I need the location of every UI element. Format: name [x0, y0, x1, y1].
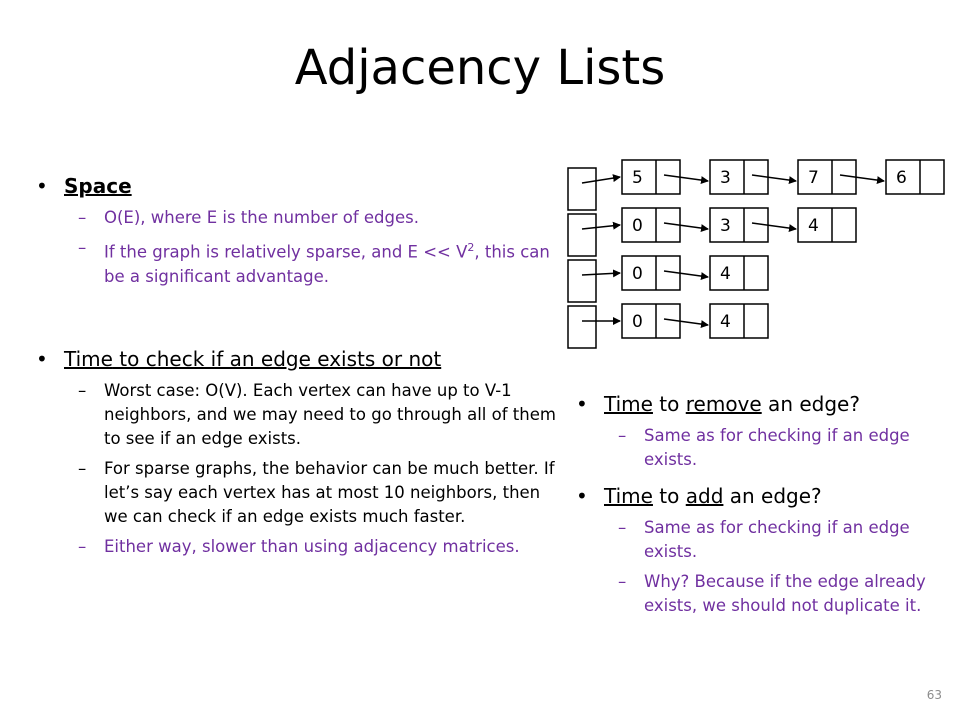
remove-bullet: Time to remove an edge? [576, 390, 946, 418]
vertex-cell-2 [567, 259, 597, 303]
right-column: Time to remove an edge? Same as for chec… [576, 390, 946, 624]
worst-case-rest: O(V). Each vertex can have up to V-1 nei… [104, 380, 556, 448]
list-node-1-0 [621, 207, 681, 243]
worst-case-item: Worst case: O(V). Each vertex can have u… [78, 379, 556, 451]
add-bullet: Time to add an edge? [576, 482, 946, 510]
list-node-0-1 [709, 159, 769, 195]
worst-case-prefix: Worst case: [104, 380, 206, 400]
node-arrow-0-1 [751, 174, 797, 185]
add-word: add [685, 484, 724, 508]
list-node-2-0 [621, 255, 681, 291]
left-column: Space O(E), where E is the number of edg… [36, 172, 556, 565]
vertex-cell-0 [567, 167, 597, 211]
remove-word: remove [685, 392, 762, 416]
node-value-0-0: 5 [632, 168, 643, 188]
node-arrow-0-2 [839, 174, 885, 185]
vertex-cell-1 [567, 213, 597, 257]
node-value-0-1: 3 [720, 168, 731, 188]
add-subitems: Same as for checking if an edge exists. … [618, 516, 946, 618]
list-node-1-1 [709, 207, 769, 243]
space-item-2-text: If the graph is relatively sparse, and E… [104, 242, 468, 262]
page-number: 63 [926, 688, 942, 702]
remove-item: Same as for checking if an edge exists. [618, 424, 946, 472]
list-node-1-2 [797, 207, 857, 243]
list-node-0-0 [621, 159, 681, 195]
time-check-rest: to check if an edge exists or not [112, 346, 442, 371]
time-check-subitems: Worst case: O(V). Each vertex can have u… [78, 379, 556, 559]
node-value-1-0: 0 [632, 216, 643, 236]
space-item-1: O(E), where E is the number of edges. [78, 206, 556, 230]
node-arrow-0-0 [663, 174, 709, 185]
node-value-3-1: 4 [720, 312, 731, 332]
vertex-arrow-0 [581, 174, 621, 184]
time-check-bullet: Time to check if an edge exists or not [36, 345, 556, 373]
add-time-word: Time [604, 484, 653, 508]
list-node-3-1 [709, 303, 769, 339]
add-mid: to [652, 484, 686, 508]
list-node-2-1 [709, 255, 769, 291]
either-way-item: Either way, slower than using adjacency … [78, 535, 556, 559]
node-arrow-2-0 [663, 270, 709, 281]
vertex-arrow-2 [581, 269, 621, 278]
space-bullet: Space [36, 172, 556, 200]
remove-time-word: Time [604, 392, 653, 416]
node-value-1-1: 3 [720, 216, 731, 236]
slide-title: Adjacency Lists [294, 40, 666, 96]
add-item-1: Same as for checking if an edge exists. [618, 516, 946, 564]
vertex-cell-3 [567, 305, 597, 349]
remove-mid: to [652, 392, 686, 416]
time-word: Time [64, 346, 113, 371]
node-arrow-1-1 [751, 222, 797, 233]
space-item-2-rest: , this can be a significant advantage. [104, 242, 550, 286]
adjacency-list-diagram: 5 3 7 6 0 3 4 0 4 0 4 [567, 159, 945, 349]
vertex-arrow-1 [581, 221, 621, 230]
remove-rest: an edge? [761, 392, 860, 416]
space-subitems: O(E), where E is the number of edges. If… [78, 206, 556, 289]
node-value-2-0: 0 [632, 264, 643, 284]
node-value-3-0: 0 [632, 312, 643, 332]
space-item-2: If the graph is relatively sparse, and E… [78, 236, 556, 289]
remove-subitems: Same as for checking if an edge exists. [618, 424, 946, 472]
superscript-2: 2 [467, 241, 475, 254]
node-value-0-3: 6 [896, 168, 907, 188]
diagram-layer: 5 3 7 6 0 3 4 0 4 0 4 [567, 159, 945, 349]
list-node-3-0 [621, 303, 681, 339]
node-value-2-1: 4 [720, 264, 731, 284]
list-node-0-2 [797, 159, 857, 195]
space-heading: Space [64, 174, 132, 198]
node-value-0-2: 7 [808, 168, 819, 188]
time-check-heading: Time to check if an edge exists or not [64, 347, 441, 371]
node-arrow-1-0 [663, 222, 709, 233]
sparse-item: For sparse graphs, the behavior can be m… [78, 457, 556, 529]
node-value-1-2: 4 [808, 216, 819, 236]
add-item-2: Why? Because if the edge already exists,… [618, 570, 946, 618]
list-node-0-3 [885, 159, 945, 195]
add-rest: an edge? [723, 484, 822, 508]
node-arrow-3-0 [663, 318, 709, 329]
